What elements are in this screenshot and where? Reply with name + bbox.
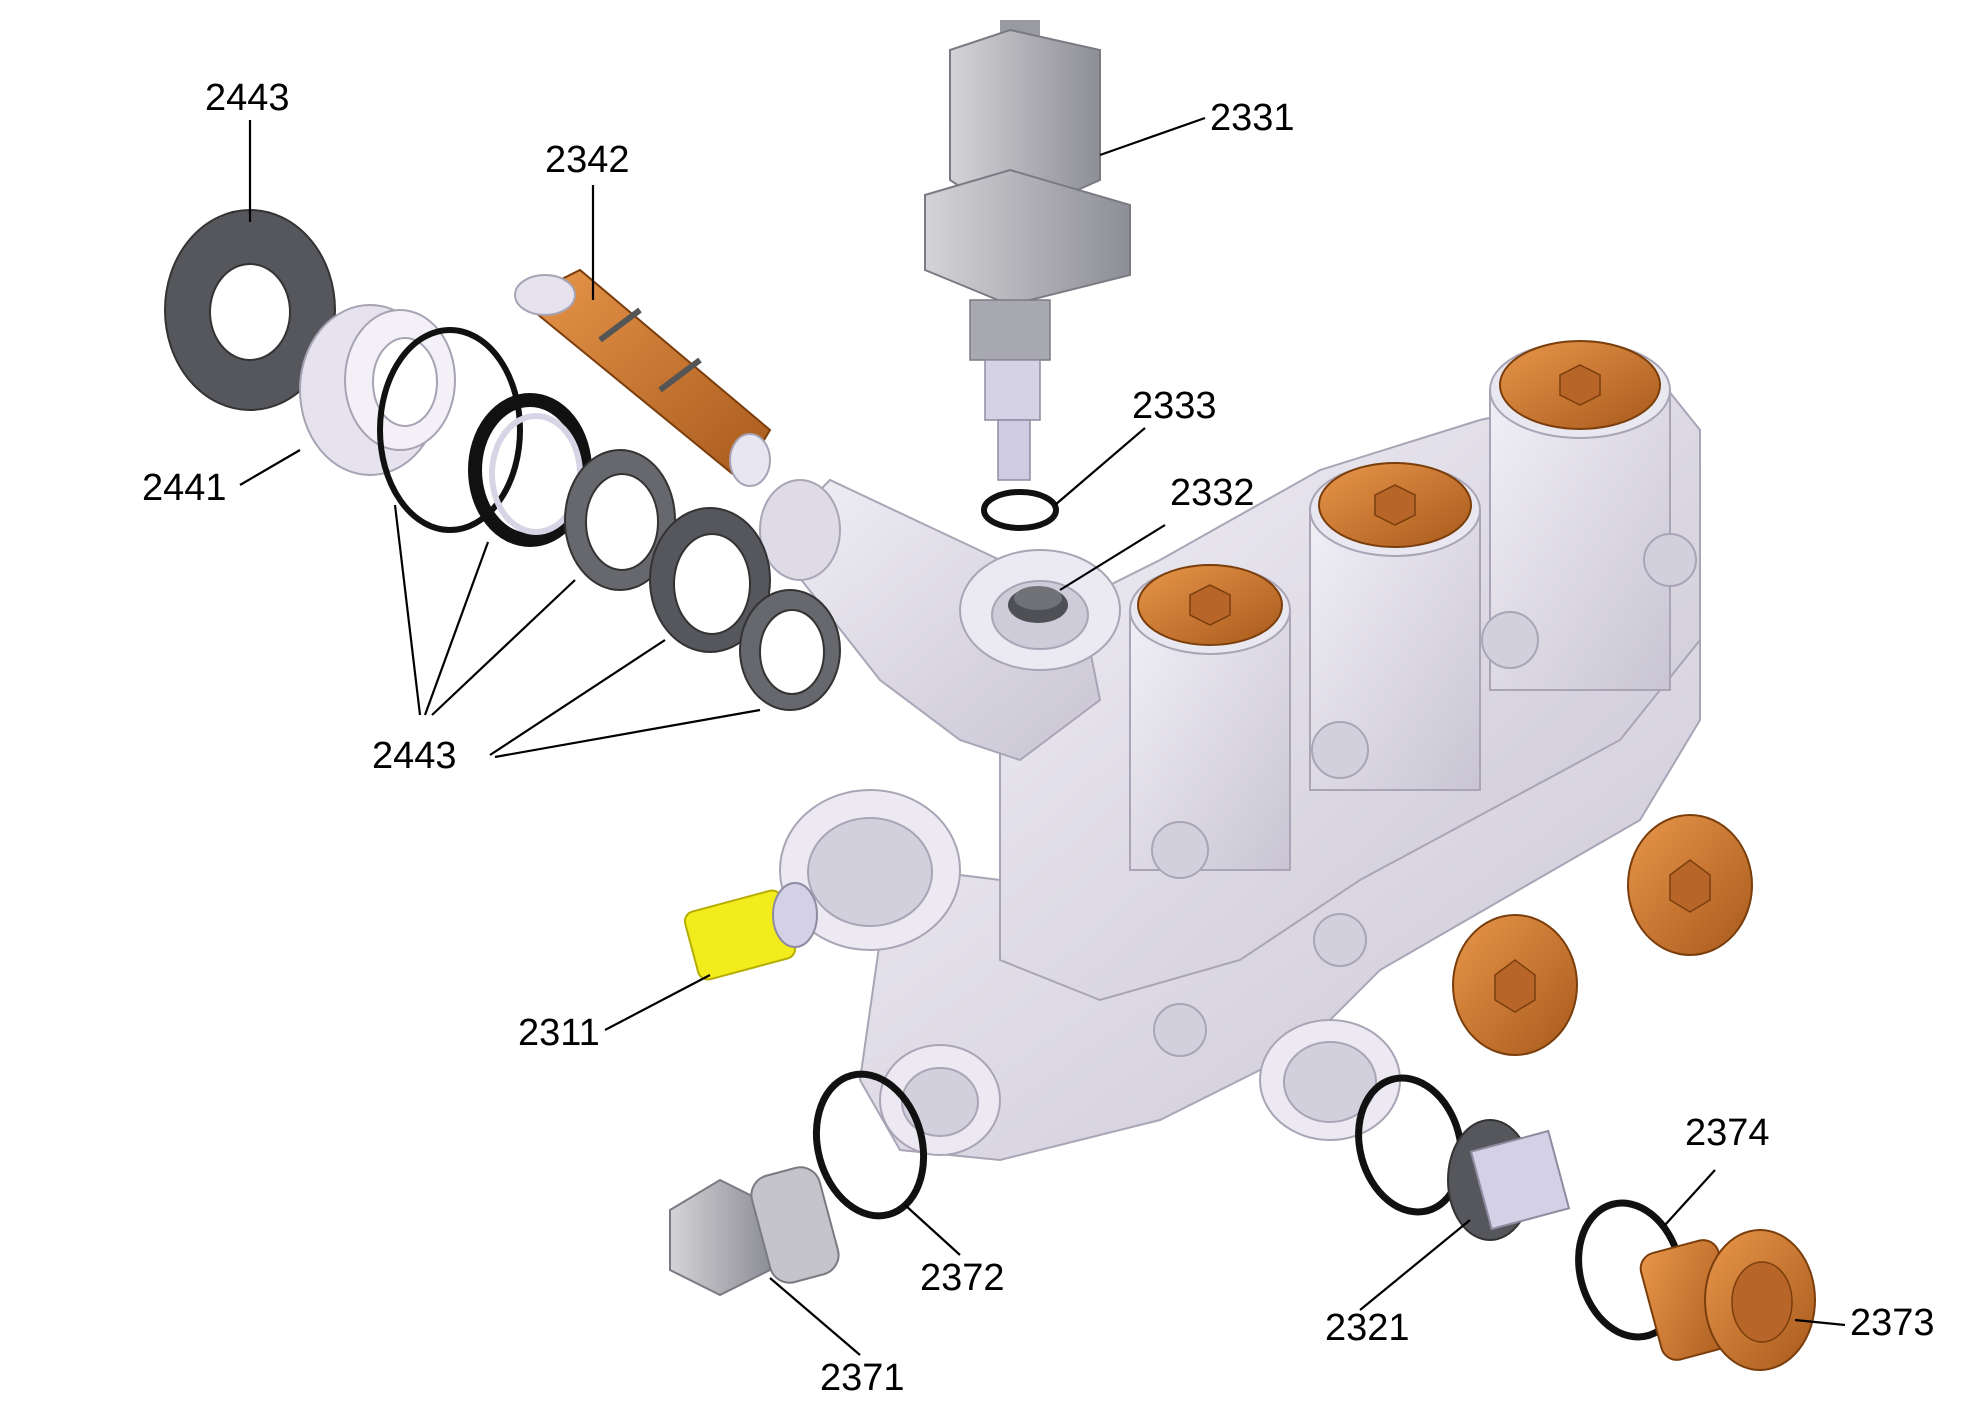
callout-2443-bottom: 2443 xyxy=(372,735,457,777)
leader-2443-c xyxy=(431,579,576,716)
leader-2332 xyxy=(1059,524,1166,591)
mount-hole-2 xyxy=(1311,721,1369,779)
part-2371-plug xyxy=(669,1166,840,1297)
part-2443-top-washer xyxy=(164,209,336,411)
part-2441-ring-housing xyxy=(299,304,456,476)
manifold-housing xyxy=(759,341,1701,1162)
top-plug-2 xyxy=(1318,462,1472,548)
leader-2311 xyxy=(604,974,711,1031)
leader-2373 xyxy=(1794,1318,1846,1327)
callout-2342: 2342 xyxy=(545,139,630,181)
callout-2371: 2371 xyxy=(820,1357,905,1399)
lower-port-left xyxy=(879,1044,1001,1156)
leader-2331 xyxy=(1099,116,1206,157)
leader-2441 xyxy=(239,449,301,486)
callout-2332: 2332 xyxy=(1170,472,1255,514)
callout-labels: 2443 2342 2331 2441 2333 2332 2443 2311 … xyxy=(142,77,1935,1399)
lower-port-middle xyxy=(1259,1019,1401,1141)
leader-2443-e xyxy=(494,708,761,759)
part-2321-oring xyxy=(1355,1074,1465,1216)
callout-2374: 2374 xyxy=(1685,1112,1770,1154)
top-plug-3 xyxy=(1499,340,1661,430)
mount-hole-1 xyxy=(1151,821,1209,879)
leader-2374 xyxy=(1664,1169,1716,1226)
callout-2441: 2441 xyxy=(142,467,227,509)
leader-2443-a xyxy=(393,504,422,716)
callout-2372: 2372 xyxy=(920,1257,1005,1299)
callout-2311: 2311 xyxy=(518,1012,600,1054)
side-plug-2 xyxy=(1627,814,1753,956)
mount-hole-3 xyxy=(1481,611,1539,669)
part-2332-valve-seat xyxy=(1008,586,1068,623)
part-2333-oring xyxy=(981,489,1059,531)
mount-hole-4 xyxy=(1643,533,1697,587)
leader-2443-b xyxy=(423,541,490,716)
part-2443-washer-2 xyxy=(564,449,676,591)
part-2443-washer-4 xyxy=(739,589,841,711)
mount-hole-5 xyxy=(1153,1003,1207,1057)
part-2331-unloader-valve xyxy=(924,20,1131,481)
leader-2321 xyxy=(1359,1219,1471,1311)
callout-2443-top: 2443 xyxy=(205,77,290,119)
callout-2373: 2373 xyxy=(1850,1302,1935,1344)
top-plug-1 xyxy=(1137,564,1283,646)
part-2311-filter xyxy=(683,882,818,981)
part-2373-plug xyxy=(1639,1229,1816,1371)
housing-inlet-arm xyxy=(768,478,1102,762)
leader-lines xyxy=(239,116,1846,1356)
mount-hole-6 xyxy=(1313,913,1367,967)
leader-2371 xyxy=(769,1277,861,1356)
side-plug-1 xyxy=(1452,914,1578,1056)
callout-2331: 2331 xyxy=(1210,97,1295,139)
part-2372-oring xyxy=(812,1070,928,1220)
inlet-arm-end xyxy=(759,479,841,581)
callout-2321: 2321 xyxy=(1325,1307,1410,1349)
leader-2372 xyxy=(904,1204,961,1256)
part-2443-oring-large xyxy=(377,327,523,533)
part-2342-valve-piston xyxy=(514,268,772,487)
leader-2333 xyxy=(1054,427,1146,506)
part-2443-washer-3 xyxy=(649,507,771,653)
part-2321-check-valve xyxy=(1447,1119,1571,1241)
leader-2443-d xyxy=(489,639,666,756)
inlet-port xyxy=(779,789,961,951)
callout-2333: 2333 xyxy=(1132,385,1217,427)
